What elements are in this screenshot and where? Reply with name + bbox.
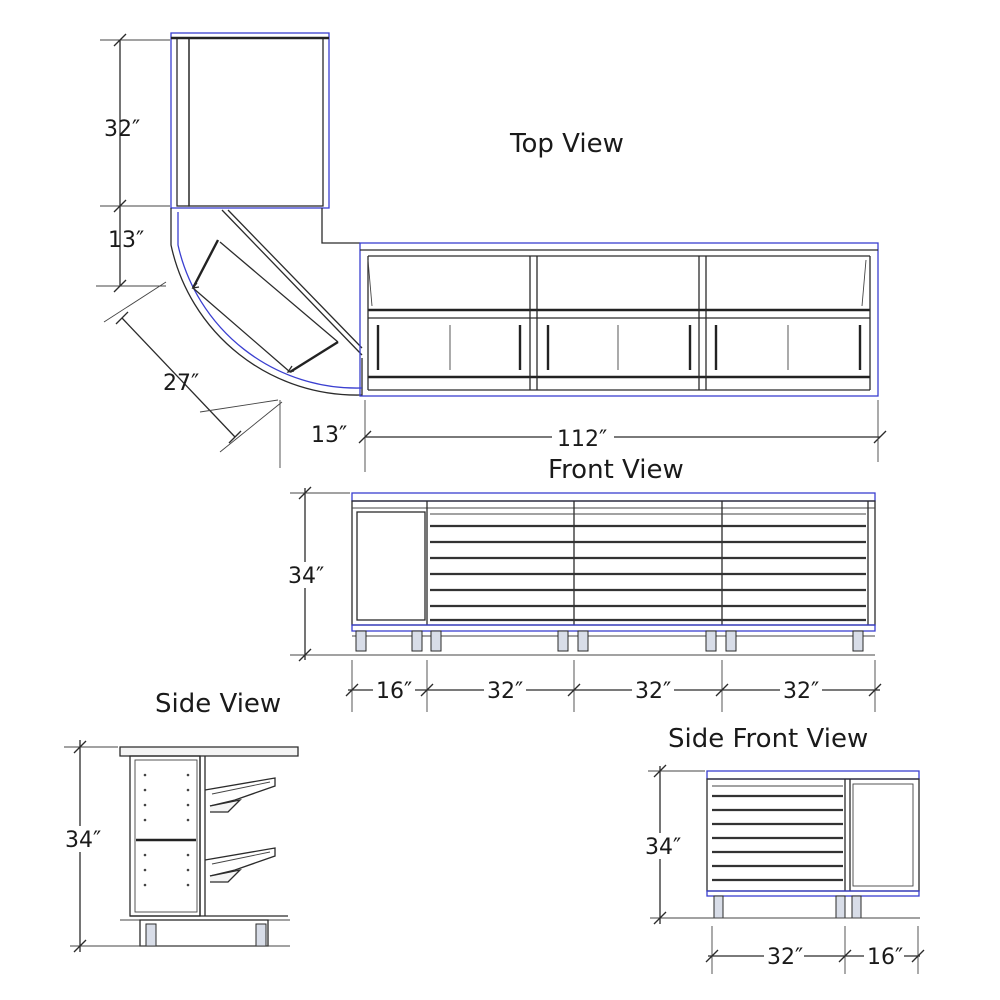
front-dim-height: 34″ (288, 564, 324, 589)
front-view: Front View (285, 455, 882, 712)
top-view-title: Top View (509, 129, 624, 159)
front-side-panel (356, 511, 426, 621)
top-upper-cabinet (170, 32, 330, 209)
front-view-title: Front View (548, 455, 684, 485)
top-dim-corner-lower: 13″ (311, 423, 347, 448)
front-dim-section-3: 32″ (635, 679, 671, 704)
side-dim-height: 34″ (65, 828, 101, 853)
side-view: Side View 34″ (62, 689, 299, 953)
side-front-dim-height: 34″ (645, 835, 681, 860)
top-view: Top View (96, 32, 887, 472)
side-front-countertop (706, 770, 920, 780)
top-long-counter (359, 242, 879, 397)
side-front-dim-section-1: 32″ (767, 945, 803, 970)
front-dim-section-1: 16″ (376, 679, 412, 704)
top-dim-corner-depth: 27″ (163, 371, 199, 396)
side-view-title: Side View (155, 689, 281, 719)
side-front-dim-section-2: 16″ (867, 945, 903, 970)
side-countertop (119, 746, 299, 757)
front-countertop (351, 492, 876, 502)
front-dim-section-2: 32″ (487, 679, 523, 704)
side-front-view-title: Side Front View (668, 724, 868, 754)
side-front-view: Side Front View 34″ (642, 724, 925, 974)
top-corner-outline (170, 208, 363, 396)
side-front-slatwall (712, 785, 843, 882)
top-dim-corner-upper: 13″ (108, 228, 144, 253)
front-leveling-feet (355, 630, 864, 652)
side-shelf-brackets (204, 777, 276, 883)
front-dim-section-4: 32″ (783, 679, 819, 704)
side-front-panel (852, 783, 914, 887)
front-slatwall (430, 513, 866, 622)
top-dim-length: 112″ (557, 427, 607, 452)
top-dim-height: 32″ (104, 117, 140, 142)
